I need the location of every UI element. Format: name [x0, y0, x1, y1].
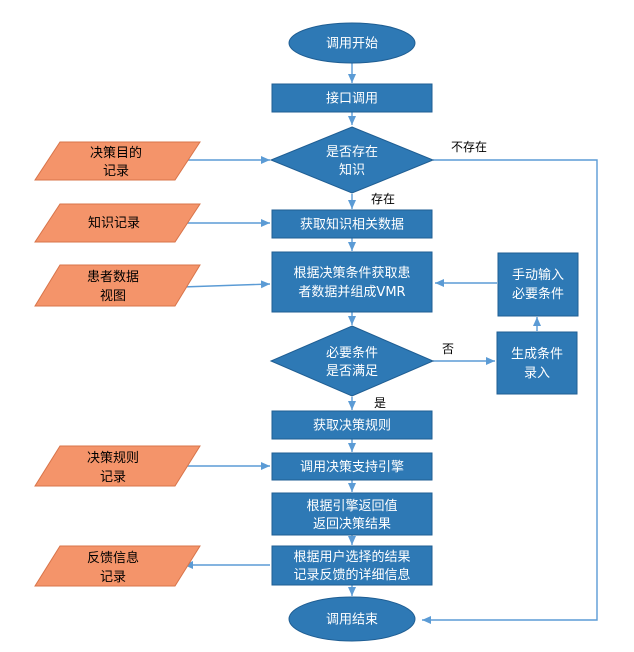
label-yes: 是 — [374, 396, 386, 410]
call-engine-label: 调用决策支持引擎 — [300, 459, 404, 475]
input-decision-target: 决策目的 记录 — [34, 141, 201, 181]
label-exists: 存在 — [371, 192, 395, 206]
feedback-record-label-2: 记录 — [100, 570, 126, 585]
start-label: 调用开始 — [326, 37, 378, 52]
start-terminal: 调用开始 — [288, 22, 416, 64]
output-feedback-record: 反馈信息 记录 — [34, 545, 201, 587]
generate-entry-label-2: 录入 — [524, 366, 550, 381]
return-result-label-2: 返回决策结果 — [313, 516, 391, 532]
input-rule-record: 决策规则 记录 — [34, 445, 201, 487]
manual-input-label-2: 必要条件 — [512, 286, 564, 302]
edge-input-patient — [181, 280, 271, 289]
process-call-engine: 调用决策支持引擎 — [271, 452, 433, 481]
end-label: 调用结束 — [326, 613, 378, 628]
manual-input-label-1: 手动输入 — [512, 267, 564, 283]
process-get-patient: 根据决策条件获取患 者数据并组成VMR — [271, 251, 433, 313]
decision-target-label-2: 记录 — [103, 164, 129, 179]
get-rules-label: 获取决策规则 — [313, 418, 391, 434]
decision-target-label-1: 决策目的 — [90, 145, 142, 161]
process-get-rules: 获取决策规则 — [271, 410, 433, 440]
rule-record-label-2: 记录 — [100, 470, 126, 485]
record-feedback-label-2: 记录反馈的详细信息 — [293, 567, 410, 583]
rule-record-label-1: 决策规则 — [87, 450, 139, 466]
process-get-knowledge: 获取知识相关数据 — [271, 209, 433, 239]
get-patient-label-1: 根据决策条件获取患 — [293, 265, 410, 281]
api-call-label: 接口调用 — [326, 91, 378, 107]
process-api-call: 接口调用 — [271, 83, 433, 113]
knowledge-exists-label-2: 知识 — [339, 162, 365, 178]
knowledge-exists-label-1: 是否存在 — [326, 145, 378, 160]
end-terminal: 调用结束 — [288, 596, 416, 642]
knowledge-record-label: 知识记录 — [88, 215, 140, 231]
record-feedback-label-1: 根据用户选择的结果 — [293, 549, 410, 565]
label-no: 否 — [442, 342, 454, 356]
get-patient-label-2: 者数据并组成VMR — [298, 285, 405, 300]
feedback-record-label-1: 反馈信息 — [87, 550, 139, 566]
edge-not-exists — [422, 159, 598, 624]
input-patient-view: 患者数据 视图 — [34, 264, 201, 307]
required-met-label-1: 必要条件 — [326, 345, 378, 361]
process-generate-entry: 生成条件 录入 — [496, 331, 578, 395]
return-result-label-1: 根据引擎返回值 — [306, 498, 397, 514]
get-knowledge-label: 获取知识相关数据 — [300, 217, 404, 233]
connectors — [180, 63, 598, 624]
decision-knowledge-exists: 是否存在 知识 — [269, 126, 435, 194]
input-knowledge-record: 知识记录 — [34, 203, 201, 243]
process-return-result: 根据引擎返回值 返回决策结果 — [271, 492, 433, 536]
process-manual-input: 手动输入 必要条件 — [497, 252, 579, 317]
decision-required-met: 必要条件 是否满足 — [269, 325, 435, 397]
patient-view-label-2: 视图 — [100, 289, 126, 304]
patient-view-label-1: 患者数据 — [87, 270, 139, 285]
process-record-feedback: 根据用户选择的结果 记录反馈的详细信息 — [271, 545, 433, 586]
required-met-label-2: 是否满足 — [326, 364, 378, 379]
generate-entry-label-1: 生成条件 — [511, 346, 563, 362]
label-not-exists: 不存在 — [451, 140, 487, 154]
